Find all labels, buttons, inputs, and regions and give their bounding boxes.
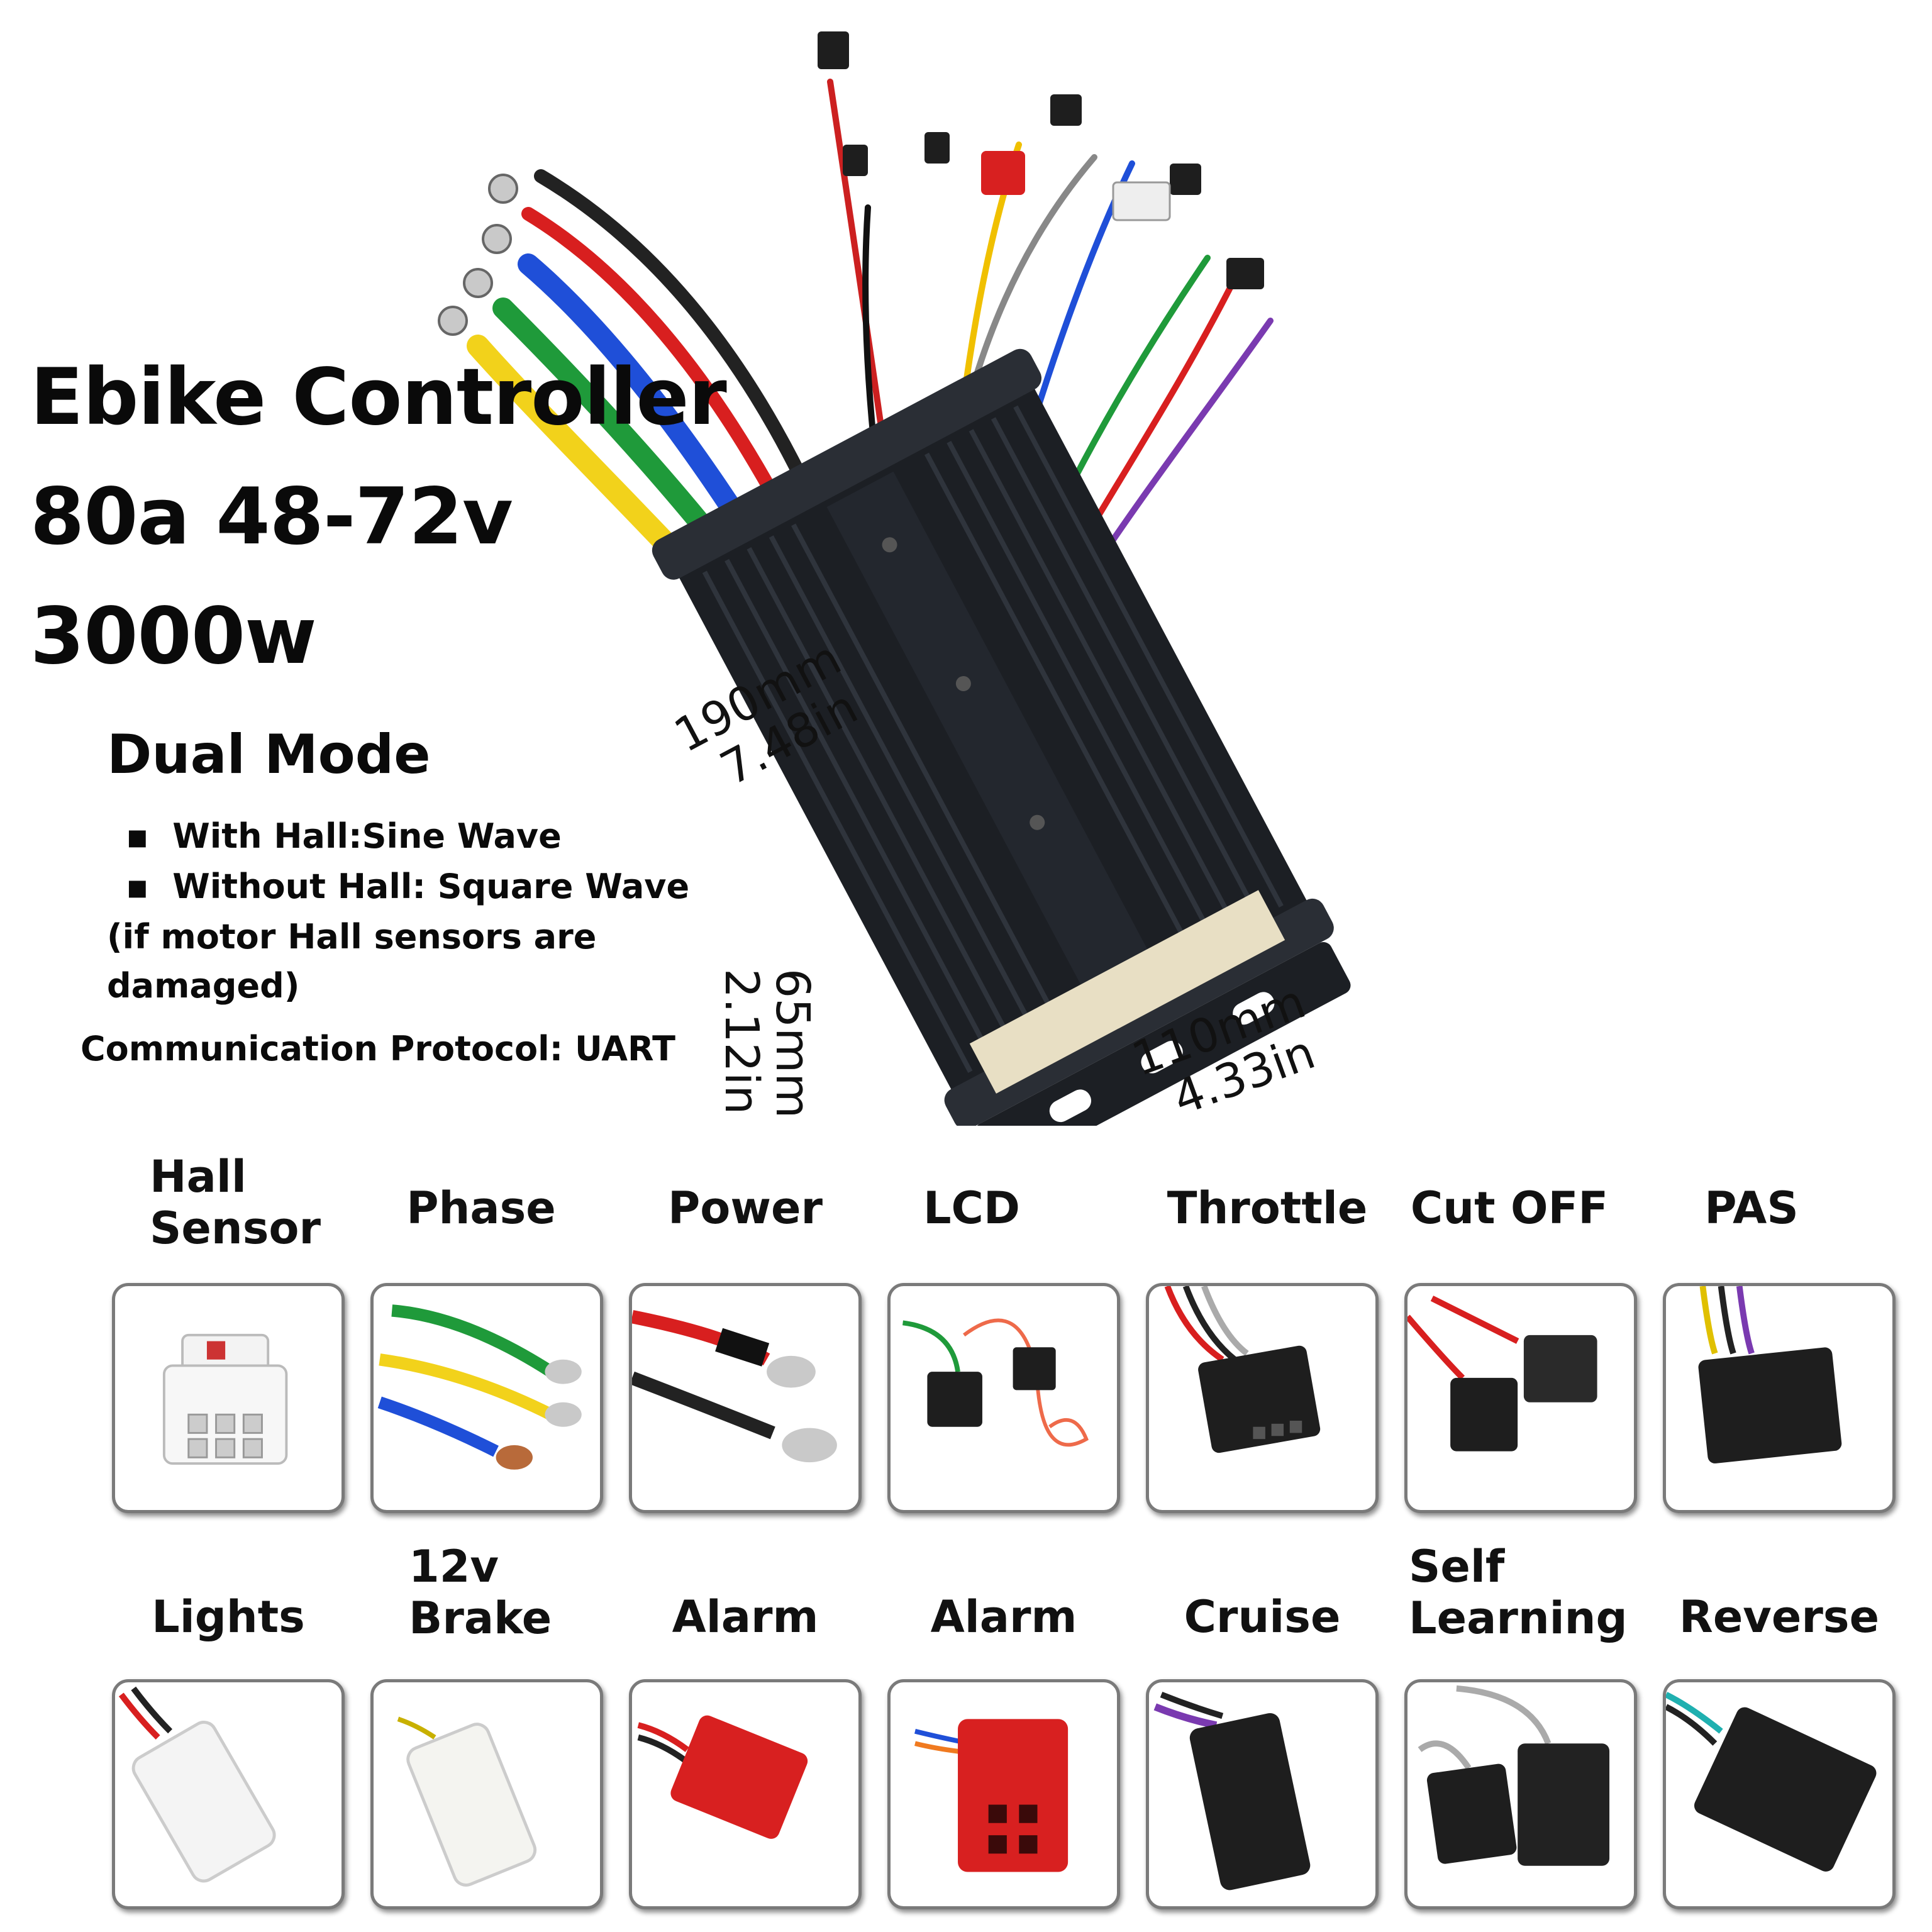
label-line: Hall <box>150 1151 247 1202</box>
controller-image <box>390 19 1396 1175</box>
throttle-connector-icon <box>1164 1286 1321 1453</box>
reverse-connector-icon <box>1666 1692 1877 1872</box>
bullet-item-2: ▪ Without Hall: Square Wave <box>126 867 689 906</box>
alarm-connector-icon <box>637 1715 808 1839</box>
tile-phase <box>370 1283 603 1513</box>
bullet-icon: ▪ <box>126 816 173 856</box>
title-line-1: Ebike Controller <box>30 352 727 443</box>
label-pas: PAS <box>1704 1182 1799 1234</box>
label-hall-sensor: Hall Sensor <box>150 1151 321 1254</box>
cruise-connector-icon <box>1153 1691 1311 1890</box>
label-line: Sensor <box>150 1202 321 1254</box>
label-power: Power <box>667 1182 823 1234</box>
tile-lcd <box>887 1283 1120 1513</box>
pas-connector-icon <box>1698 1286 1842 1463</box>
bullet-text: With Hall:Sine Wave <box>172 816 562 856</box>
hall-connector-icon <box>162 1333 288 1465</box>
height-mm: 65mm <box>765 969 819 1119</box>
controller-icon <box>438 31 1351 1175</box>
self-learning-connector-icon <box>1418 1685 1610 1866</box>
label-reverse: Reverse <box>1679 1591 1880 1643</box>
tile-12v-brake <box>370 1679 603 1909</box>
height-in: 2.12in <box>714 969 769 1115</box>
label-line: Self <box>1409 1541 1505 1592</box>
label-cruise: Cruise <box>1184 1591 1341 1643</box>
lights-connector-icon <box>118 1686 276 1883</box>
label-phase: Phase <box>406 1182 556 1234</box>
brake-connector-icon <box>397 1716 537 1887</box>
label-self-learning: Self Learning <box>1409 1541 1628 1644</box>
phase-wires-icon <box>377 1304 582 1470</box>
title-line-3: 3000w <box>30 591 317 682</box>
label-lights: Lights <box>152 1591 305 1643</box>
lcd-connector-icon <box>902 1318 1089 1447</box>
label-line: 12v <box>409 1541 499 1592</box>
tile-hall-sensor <box>112 1283 345 1513</box>
title-line-2: 80a 48-72v <box>30 472 513 562</box>
tile-cruise <box>1146 1679 1379 1909</box>
cutoff-connector-icon <box>1407 1296 1597 1452</box>
label-alarm-2: Alarm <box>930 1591 1077 1643</box>
tile-cut-off <box>1404 1283 1637 1513</box>
tile-throttle <box>1146 1283 1379 1513</box>
tile-lights <box>112 1679 345 1909</box>
alarm-red-connector-icon <box>914 1719 1069 1872</box>
bullet-item-1: ▪ With Hall:Sine Wave <box>126 816 562 856</box>
tile-self-learning <box>1404 1679 1637 1909</box>
protocol-text: Communication Protocol: UART <box>80 1029 675 1069</box>
tile-reverse <box>1663 1679 1896 1909</box>
tile-pas <box>1663 1283 1896 1513</box>
tile-alarm-1 <box>629 1679 862 1909</box>
bullet-text: Without Hall: Square Wave <box>172 867 690 906</box>
label-throttle: Throttle <box>1167 1182 1368 1234</box>
tile-power <box>629 1283 862 1513</box>
note-line-1: (if motor Hall sensors are <box>107 917 597 957</box>
tile-alarm-2 <box>887 1679 1120 1909</box>
label-line: Learning <box>1409 1592 1628 1644</box>
label-lcd: LCD <box>923 1182 1021 1234</box>
label-alarm-1: Alarm <box>672 1591 819 1643</box>
power-cable-icon <box>632 1310 837 1463</box>
label-12v-brake: 12v Brake <box>409 1541 552 1644</box>
mode-heading: Dual Mode <box>107 723 431 786</box>
note-line-2: damaged) <box>107 966 300 1006</box>
dimension-height: 65mm 2.12in <box>714 969 819 1119</box>
label-line: Brake <box>409 1592 552 1644</box>
label-cut-off: Cut OFF <box>1410 1182 1609 1234</box>
bullet-icon: ▪ <box>126 867 173 906</box>
